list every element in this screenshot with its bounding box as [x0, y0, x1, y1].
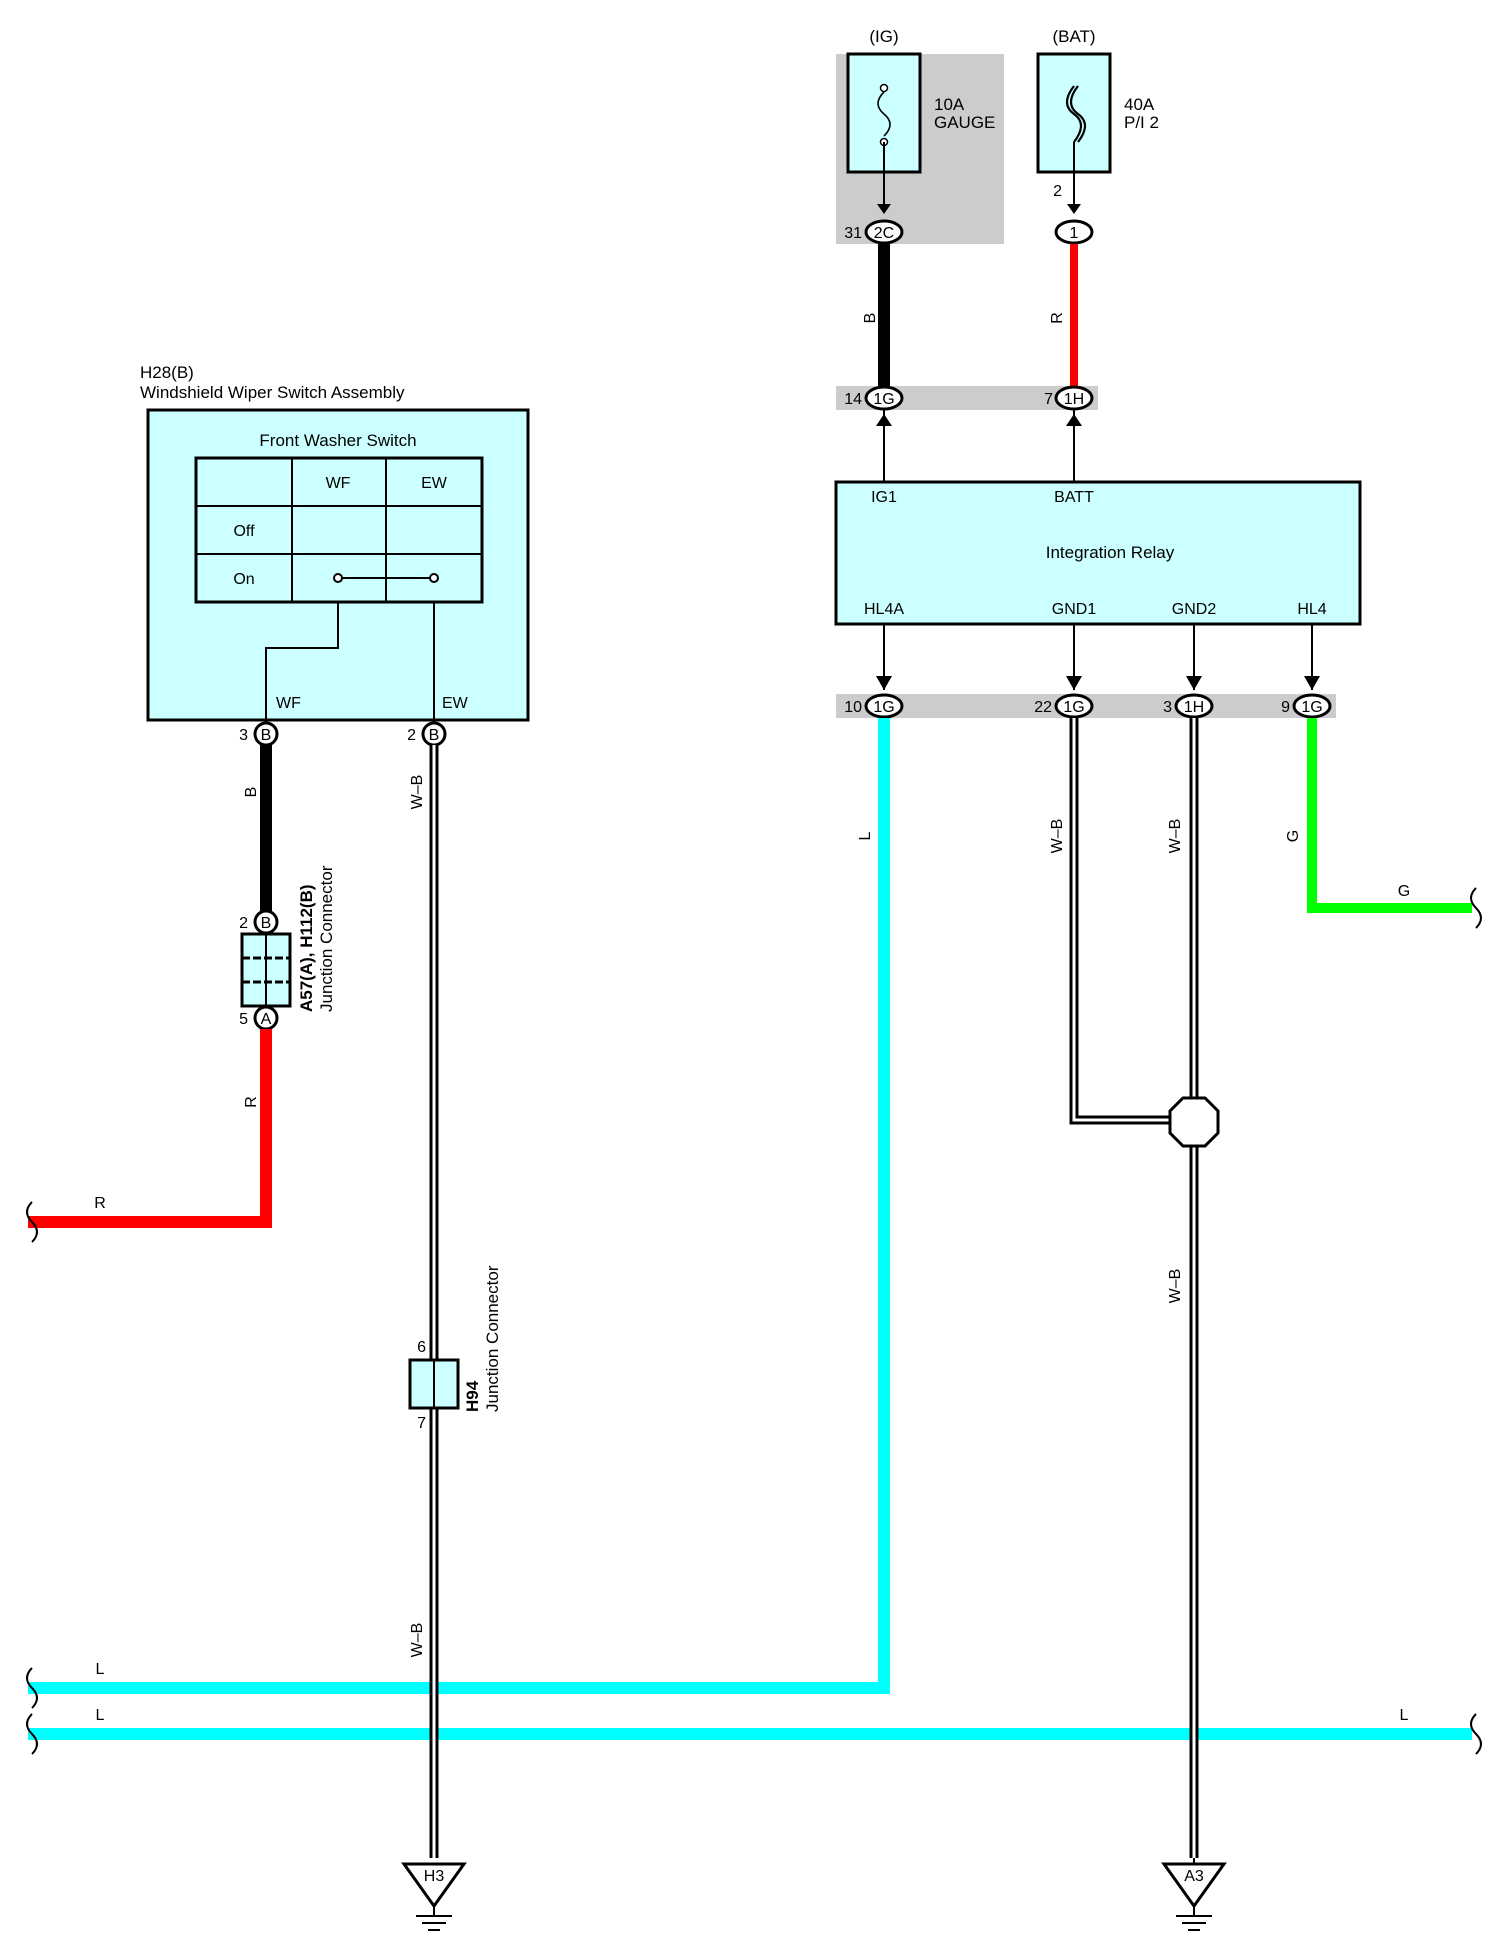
svg-text:1G: 1G: [873, 699, 894, 716]
relay-pin-gnd1: GND1: [1052, 601, 1097, 618]
wire-label-r-bat: R: [1049, 312, 1066, 324]
terminal-ew: EW: [442, 695, 469, 712]
connector-relay-10: 10 1G: [844, 693, 904, 719]
relay-pin-gnd2: GND2: [1172, 601, 1217, 618]
table-row-on: On: [233, 571, 254, 588]
fuse-ig-element-icon: [877, 91, 891, 137]
wire-label-wb-gnd1: W–B: [1049, 819, 1066, 854]
fuse-bat-pin: 2: [1053, 183, 1062, 200]
svg-text:2: 2: [239, 915, 248, 932]
svg-text:31: 31: [844, 225, 862, 242]
wire-label-l-lower-left: L: [96, 1707, 105, 1724]
relay-name: Integration Relay: [1046, 543, 1175, 562]
table-row-off: Off: [233, 523, 255, 540]
junction-h94-pin-top: 6: [417, 1339, 426, 1356]
wiper-switch-assembly: Front Washer Switch WF EW Off On WF EW: [146, 408, 530, 722]
svg-text:5: 5: [239, 1011, 248, 1028]
table-col-wf: WF: [326, 475, 351, 492]
fuse-ig-rating: 10A: [934, 95, 965, 114]
ground-h3-icon: H3: [401, 1862, 467, 1931]
connector-relay-7: 7 1H: [1044, 385, 1094, 411]
relay-pin-hl4a: HL4A: [864, 601, 904, 618]
fuse-ig-name: GAUGE: [934, 113, 995, 132]
integration-relay: IG1 BATT Integration Relay HL4A GND1 GND…: [834, 480, 1362, 626]
wire-label-wb-ew-lower: W–B: [409, 1623, 426, 1658]
wire-label-g-vertical: G: [1285, 830, 1302, 842]
svg-text:9: 9: [1281, 699, 1290, 716]
svg-text:1G: 1G: [1063, 699, 1084, 716]
connector-switch-ew: 2 B: [407, 721, 447, 747]
ground-a3-icon: A3: [1161, 1858, 1227, 1931]
wire-r-washer: [28, 1029, 272, 1228]
connector-relay-22: 22 1G: [1034, 693, 1094, 719]
splice-point-icon: [1168, 1096, 1220, 1148]
relay-pin-batt: BATT: [1054, 489, 1094, 506]
wire-label-g-horizontal: G: [1398, 883, 1410, 900]
wire-label-l-hl4a: L: [857, 831, 874, 840]
wire-label-b-ig: B: [862, 313, 879, 324]
connector-relay-9: 9 1G: [1281, 693, 1332, 719]
svg-text:A: A: [261, 1011, 272, 1028]
svg-text:2C: 2C: [874, 225, 894, 242]
connector-2c: 31 2C: [844, 219, 904, 245]
svg-text:1: 1: [1070, 225, 1079, 242]
svg-text:3: 3: [1163, 699, 1172, 716]
svg-text:7: 7: [1044, 391, 1053, 408]
front-washer-switch-title: Front Washer Switch: [259, 431, 416, 450]
connector-relay-14: 14 1G: [844, 385, 904, 411]
ground-h3-label: H3: [424, 1868, 445, 1885]
fuse-bat: (BAT) 40A P/I 2: [1036, 27, 1159, 174]
fuse-ig-supply: (IG): [869, 27, 898, 46]
svg-text:B: B: [429, 727, 440, 744]
wire-label-b-wf: B: [243, 787, 260, 798]
connector-relay-3: 3 1H: [1163, 693, 1214, 719]
relay-pin-hl4: HL4: [1297, 601, 1326, 618]
connector-junction-a57-bottom: 5 A: [239, 1005, 279, 1031]
junction-h94-pin-bottom: 7: [417, 1415, 426, 1432]
junction-connector-a57: [240, 932, 292, 1008]
wire-break-icons: [26, 887, 1482, 1755]
svg-text:B: B: [261, 727, 272, 744]
wiper-switch-name: Windshield Wiper Switch Assembly: [140, 383, 405, 402]
terminal-wf: WF: [276, 695, 301, 712]
wire-label-r-vertical: R: [243, 1096, 260, 1108]
fuse-bat-element-icon: [1065, 85, 1087, 143]
wire-label-wb-gnd2-lower: W–B: [1167, 1269, 1184, 1304]
ground-a3-label: A3: [1184, 1868, 1204, 1885]
svg-text:14: 14: [844, 391, 862, 408]
wire-label-r-horizontal: R: [94, 1195, 106, 1212]
wire-label-l-lower-right: L: [1400, 1707, 1409, 1724]
svg-text:3: 3: [239, 727, 248, 744]
connector-1: 1: [1054, 219, 1094, 245]
junction-h94-name: Junction Connector: [483, 1265, 502, 1412]
svg-text:22: 22: [1034, 699, 1052, 716]
svg-text:2: 2: [407, 727, 416, 744]
wire-label-wb-ew: W–B: [409, 775, 426, 810]
junction-h94-code: H94: [463, 1380, 482, 1412]
table-col-ew: EW: [421, 475, 448, 492]
wire-l-hl4a: [28, 718, 890, 1694]
svg-text:1H: 1H: [1064, 391, 1084, 408]
fuse-bat-name: P/I 2: [1124, 113, 1159, 132]
svg-text:1H: 1H: [1184, 699, 1204, 716]
fuse-bat-supply: (BAT): [1052, 27, 1095, 46]
washer-switch-table: WF EW Off On: [194, 456, 484, 604]
junction-a57-name: Junction Connector: [317, 865, 336, 1012]
connector-junction-a57-top: 2 B: [239, 909, 279, 935]
relay-pin-ig1: IG1: [871, 489, 897, 506]
svg-text:1G: 1G: [1301, 699, 1322, 716]
wire-label-l-upper: L: [96, 1661, 105, 1678]
svg-text:B: B: [261, 915, 272, 932]
wire-wb-gnd1: [1069, 718, 1170, 1125]
svg-text:10: 10: [844, 699, 862, 716]
wire-g-hl4: [1307, 718, 1472, 913]
svg-text:1G: 1G: [873, 391, 894, 408]
wiper-switch-code: H28(B): [140, 363, 194, 382]
connector-switch-wf: 3 B: [239, 721, 279, 747]
wire-label-wb-gnd2: W–B: [1167, 819, 1184, 854]
fuse-bat-rating: 40A: [1124, 95, 1155, 114]
junction-a57-code: A57(A), H112(B): [297, 884, 316, 1012]
